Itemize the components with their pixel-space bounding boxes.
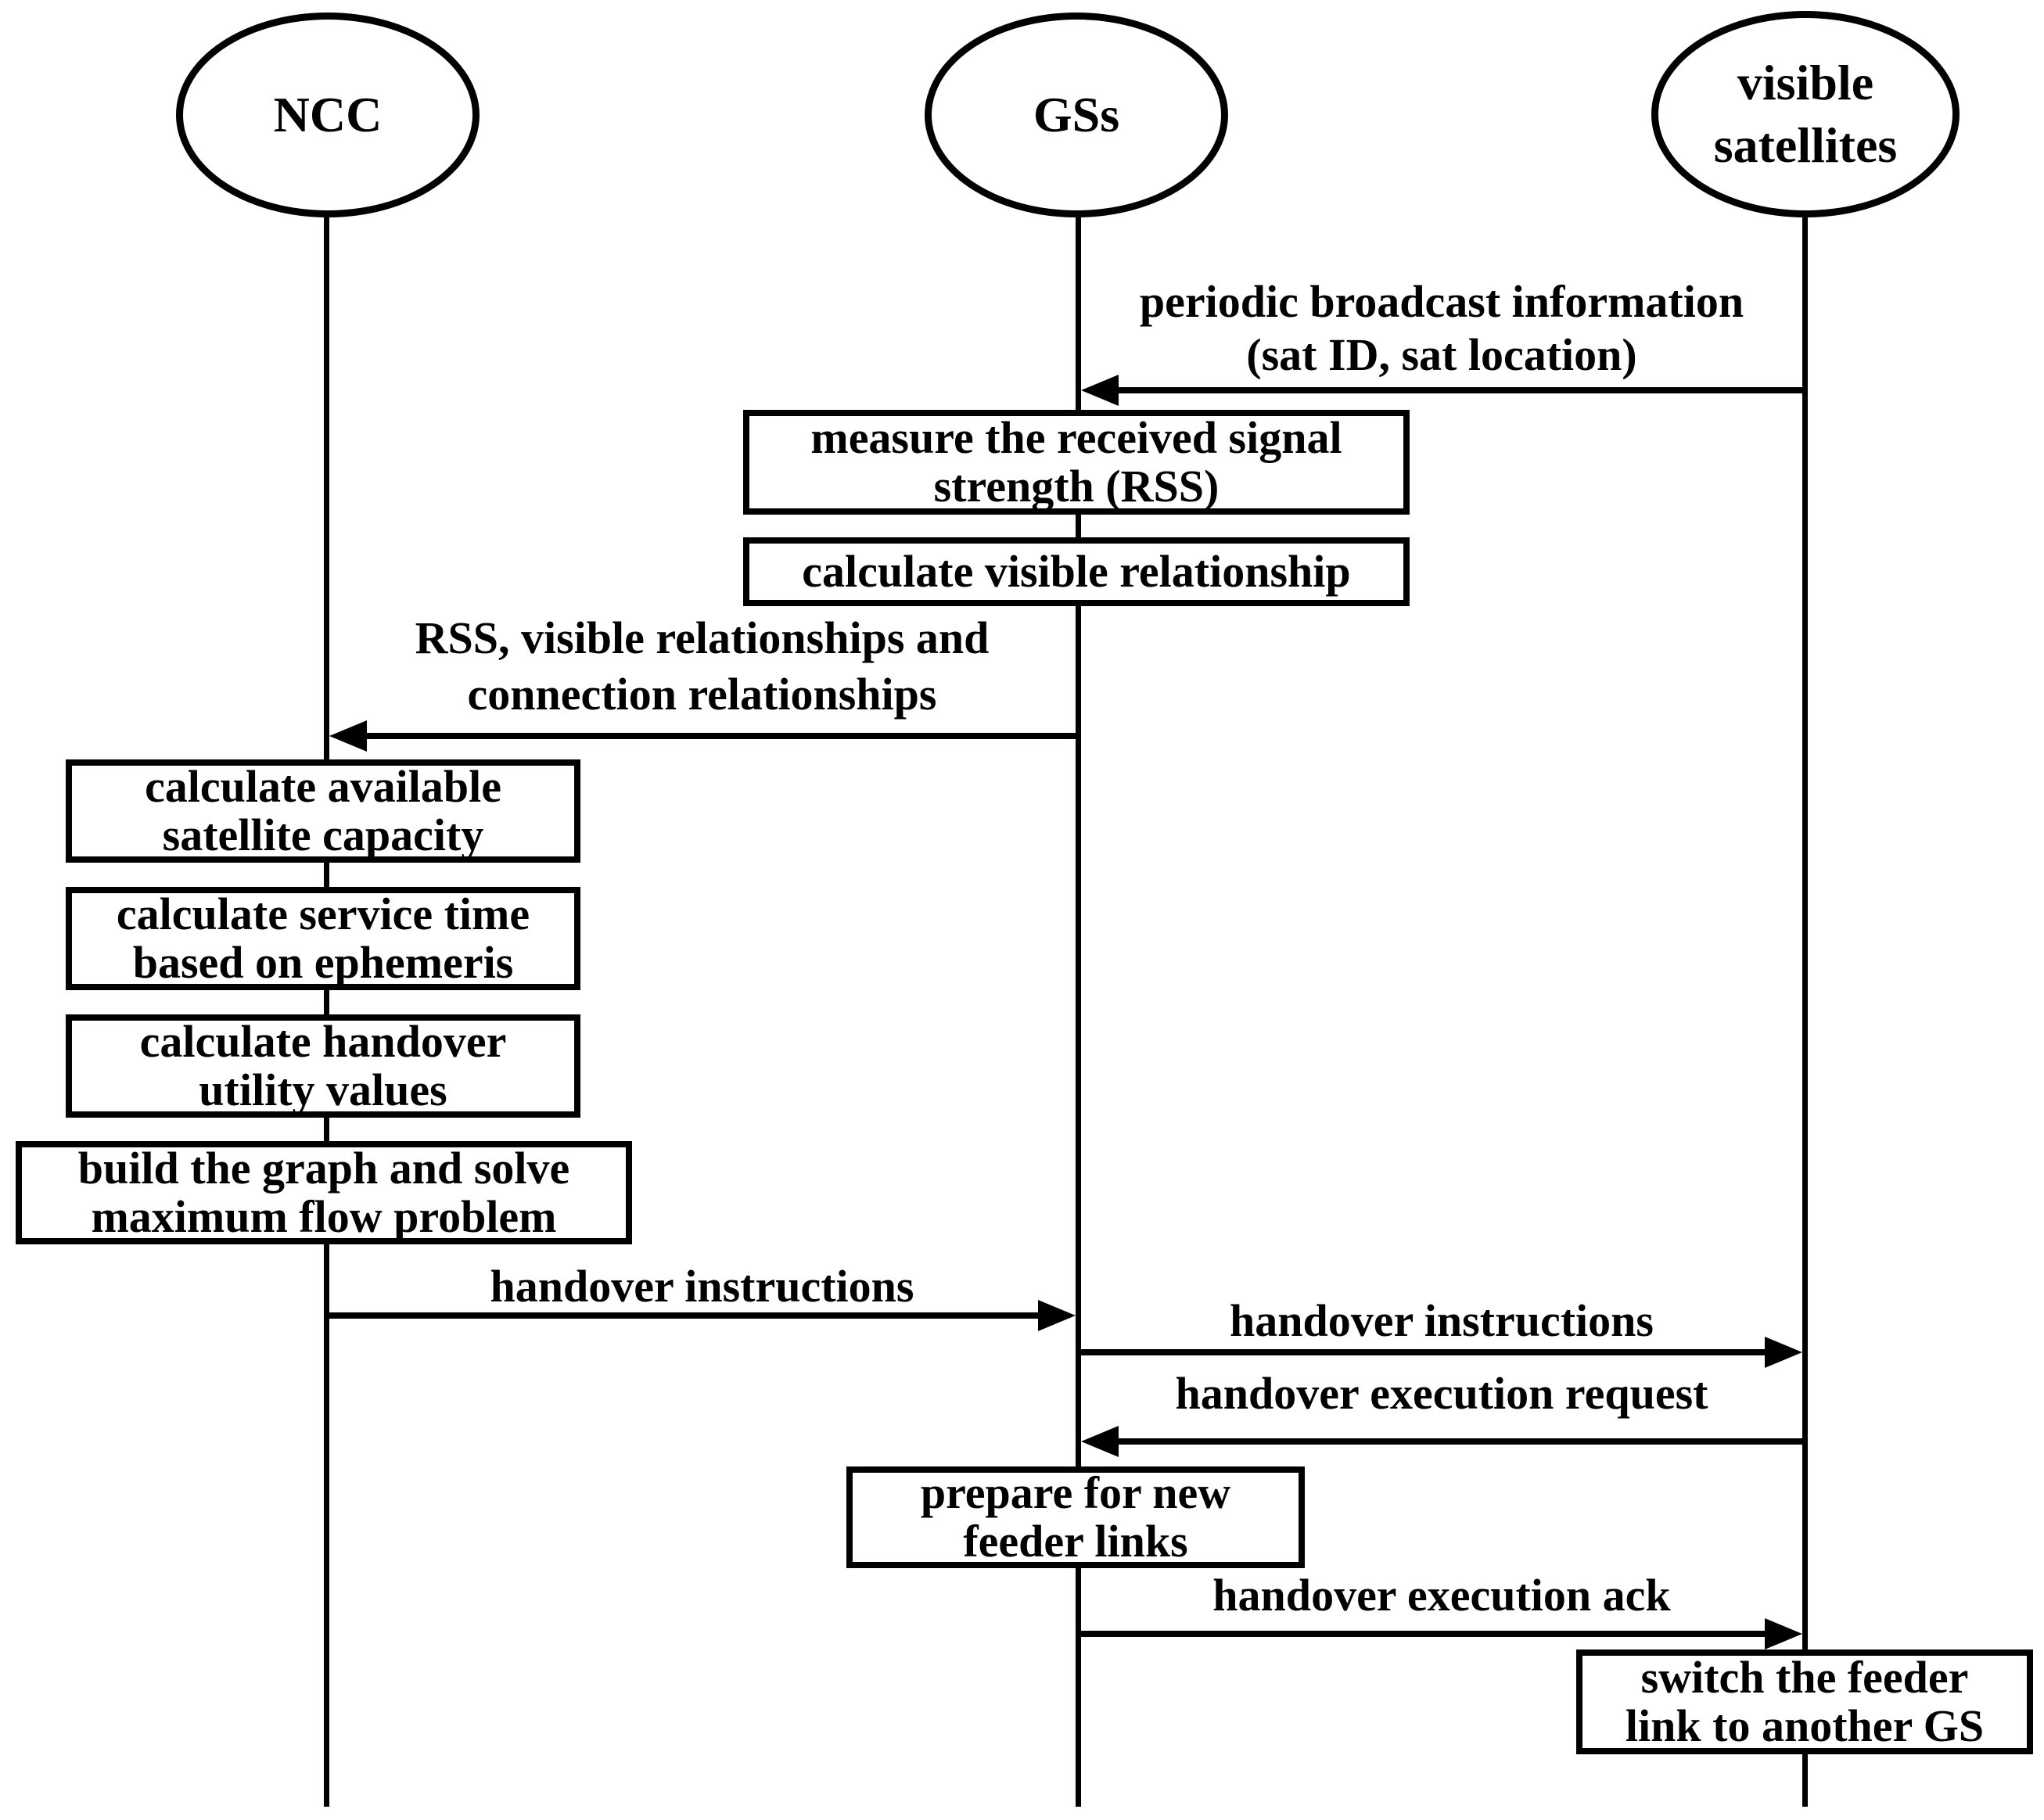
message-handover-instructions-gs-line1: handover instructions (1230, 1295, 1654, 1346)
activity-calc-service-time-line1: calculate service time (116, 888, 530, 939)
activity-calc-visible: calculate visible relationship (743, 537, 1410, 606)
lifeline-satellites (1802, 217, 1808, 1807)
message-rss-report-arrowhead-icon (329, 720, 367, 752)
message-handover-execution-request-line1: handover execution request (1175, 1368, 1708, 1419)
activity-measure-rss-line1: measure the received signal (810, 412, 1342, 463)
message-handover-execution-ack-line1: handover execution ack (1212, 1570, 1671, 1621)
message-rss-report-line2: connection relationships (467, 669, 937, 720)
activity-calc-visible-line1: calculate visible relationship (802, 546, 1351, 597)
actor-satellites-label-line2: satellites (1713, 117, 1898, 173)
actor-ncc-label: NCC (273, 87, 383, 142)
message-handover-execution-request-arrow-line (1117, 1438, 1804, 1445)
lifeline-ncc (324, 217, 329, 1807)
message-broadcast-arrow-line (1117, 387, 1804, 393)
message-handover-execution-ack-arrowhead-icon (1765, 1618, 1802, 1649)
actor-visible-satellites: visible satellites (1651, 11, 1960, 217)
activity-build-graph-line1: build the graph and solve (77, 1143, 570, 1194)
message-handover-instructions-gs-label: handover instructions (1093, 1295, 1791, 1347)
actor-gss: GSs (925, 13, 1228, 217)
message-broadcast-label: periodic broadcast information (sat ID, … (1093, 275, 1791, 382)
message-handover-instructions-gs-arrow-line (1081, 1349, 1766, 1355)
actor-ncc: NCC (176, 13, 480, 217)
message-rss-report-line1: RSS, visible relationships and (415, 612, 990, 663)
activity-prepare-links-line1: prepare for new (920, 1467, 1231, 1518)
message-handover-instructions-ncc-label: handover instructions (344, 1261, 1060, 1312)
message-handover-instructions-gs-arrowhead-icon (1765, 1337, 1802, 1368)
message-handover-instructions-ncc-arrow-line (327, 1312, 1039, 1319)
activity-calc-service-time: calculate service time based on ephemeri… (66, 887, 580, 990)
message-handover-execution-ack-arrow-line (1081, 1631, 1766, 1637)
activity-switch-link-line2: link to another GS (1625, 1700, 1985, 1751)
message-broadcast-arrowhead-icon (1081, 375, 1119, 406)
activity-calc-utility-line2: utility values (199, 1064, 447, 1115)
activity-calc-utility: calculate handover utility values (66, 1014, 580, 1118)
message-rss-report-label: RSS, visible relationships and connectio… (344, 610, 1060, 723)
activity-calc-capacity: calculate available satellite capacity (66, 759, 580, 863)
actor-gss-label: GSs (1033, 87, 1120, 142)
lifeline-gss (1076, 217, 1081, 1807)
activity-calc-capacity-line1: calculate available (145, 761, 501, 812)
message-broadcast-line2: (sat ID, sat location) (1246, 329, 1637, 380)
activity-build-graph-line2: maximum flow problem (91, 1191, 557, 1242)
message-handover-execution-ack-label: handover execution ack (1093, 1570, 1791, 1621)
activity-calc-utility-line1: calculate handover (139, 1016, 507, 1067)
message-broadcast-line1: periodic broadcast information (1139, 276, 1744, 327)
activity-switch-link: switch the feeder link to another GS (1576, 1649, 2033, 1754)
activity-measure-rss-line2: strength (RSS) (933, 461, 1220, 512)
message-handover-execution-request-label: handover execution request (1093, 1368, 1791, 1420)
activity-build-graph: build the graph and solve maximum flow p… (16, 1141, 632, 1244)
activity-switch-link-line1: switch the feeder (1640, 1652, 1969, 1703)
activity-prepare-links: prepare for new feeder links (846, 1466, 1305, 1568)
message-rss-report-arrow-line (365, 733, 1077, 739)
actor-satellites-label-line1: visible (1737, 55, 1874, 110)
activity-measure-rss: measure the received signal strength (RS… (743, 410, 1410, 515)
activity-calc-capacity-line2: satellite capacity (162, 809, 484, 860)
message-handover-instructions-ncc-line1: handover instructions (490, 1261, 914, 1312)
message-handover-execution-request-arrowhead-icon (1081, 1426, 1119, 1457)
activity-calc-service-time-line2: based on ephemeris (132, 937, 514, 988)
activity-prepare-links-line2: feeder links (963, 1516, 1188, 1567)
message-handover-instructions-ncc-arrowhead-icon (1038, 1300, 1076, 1331)
